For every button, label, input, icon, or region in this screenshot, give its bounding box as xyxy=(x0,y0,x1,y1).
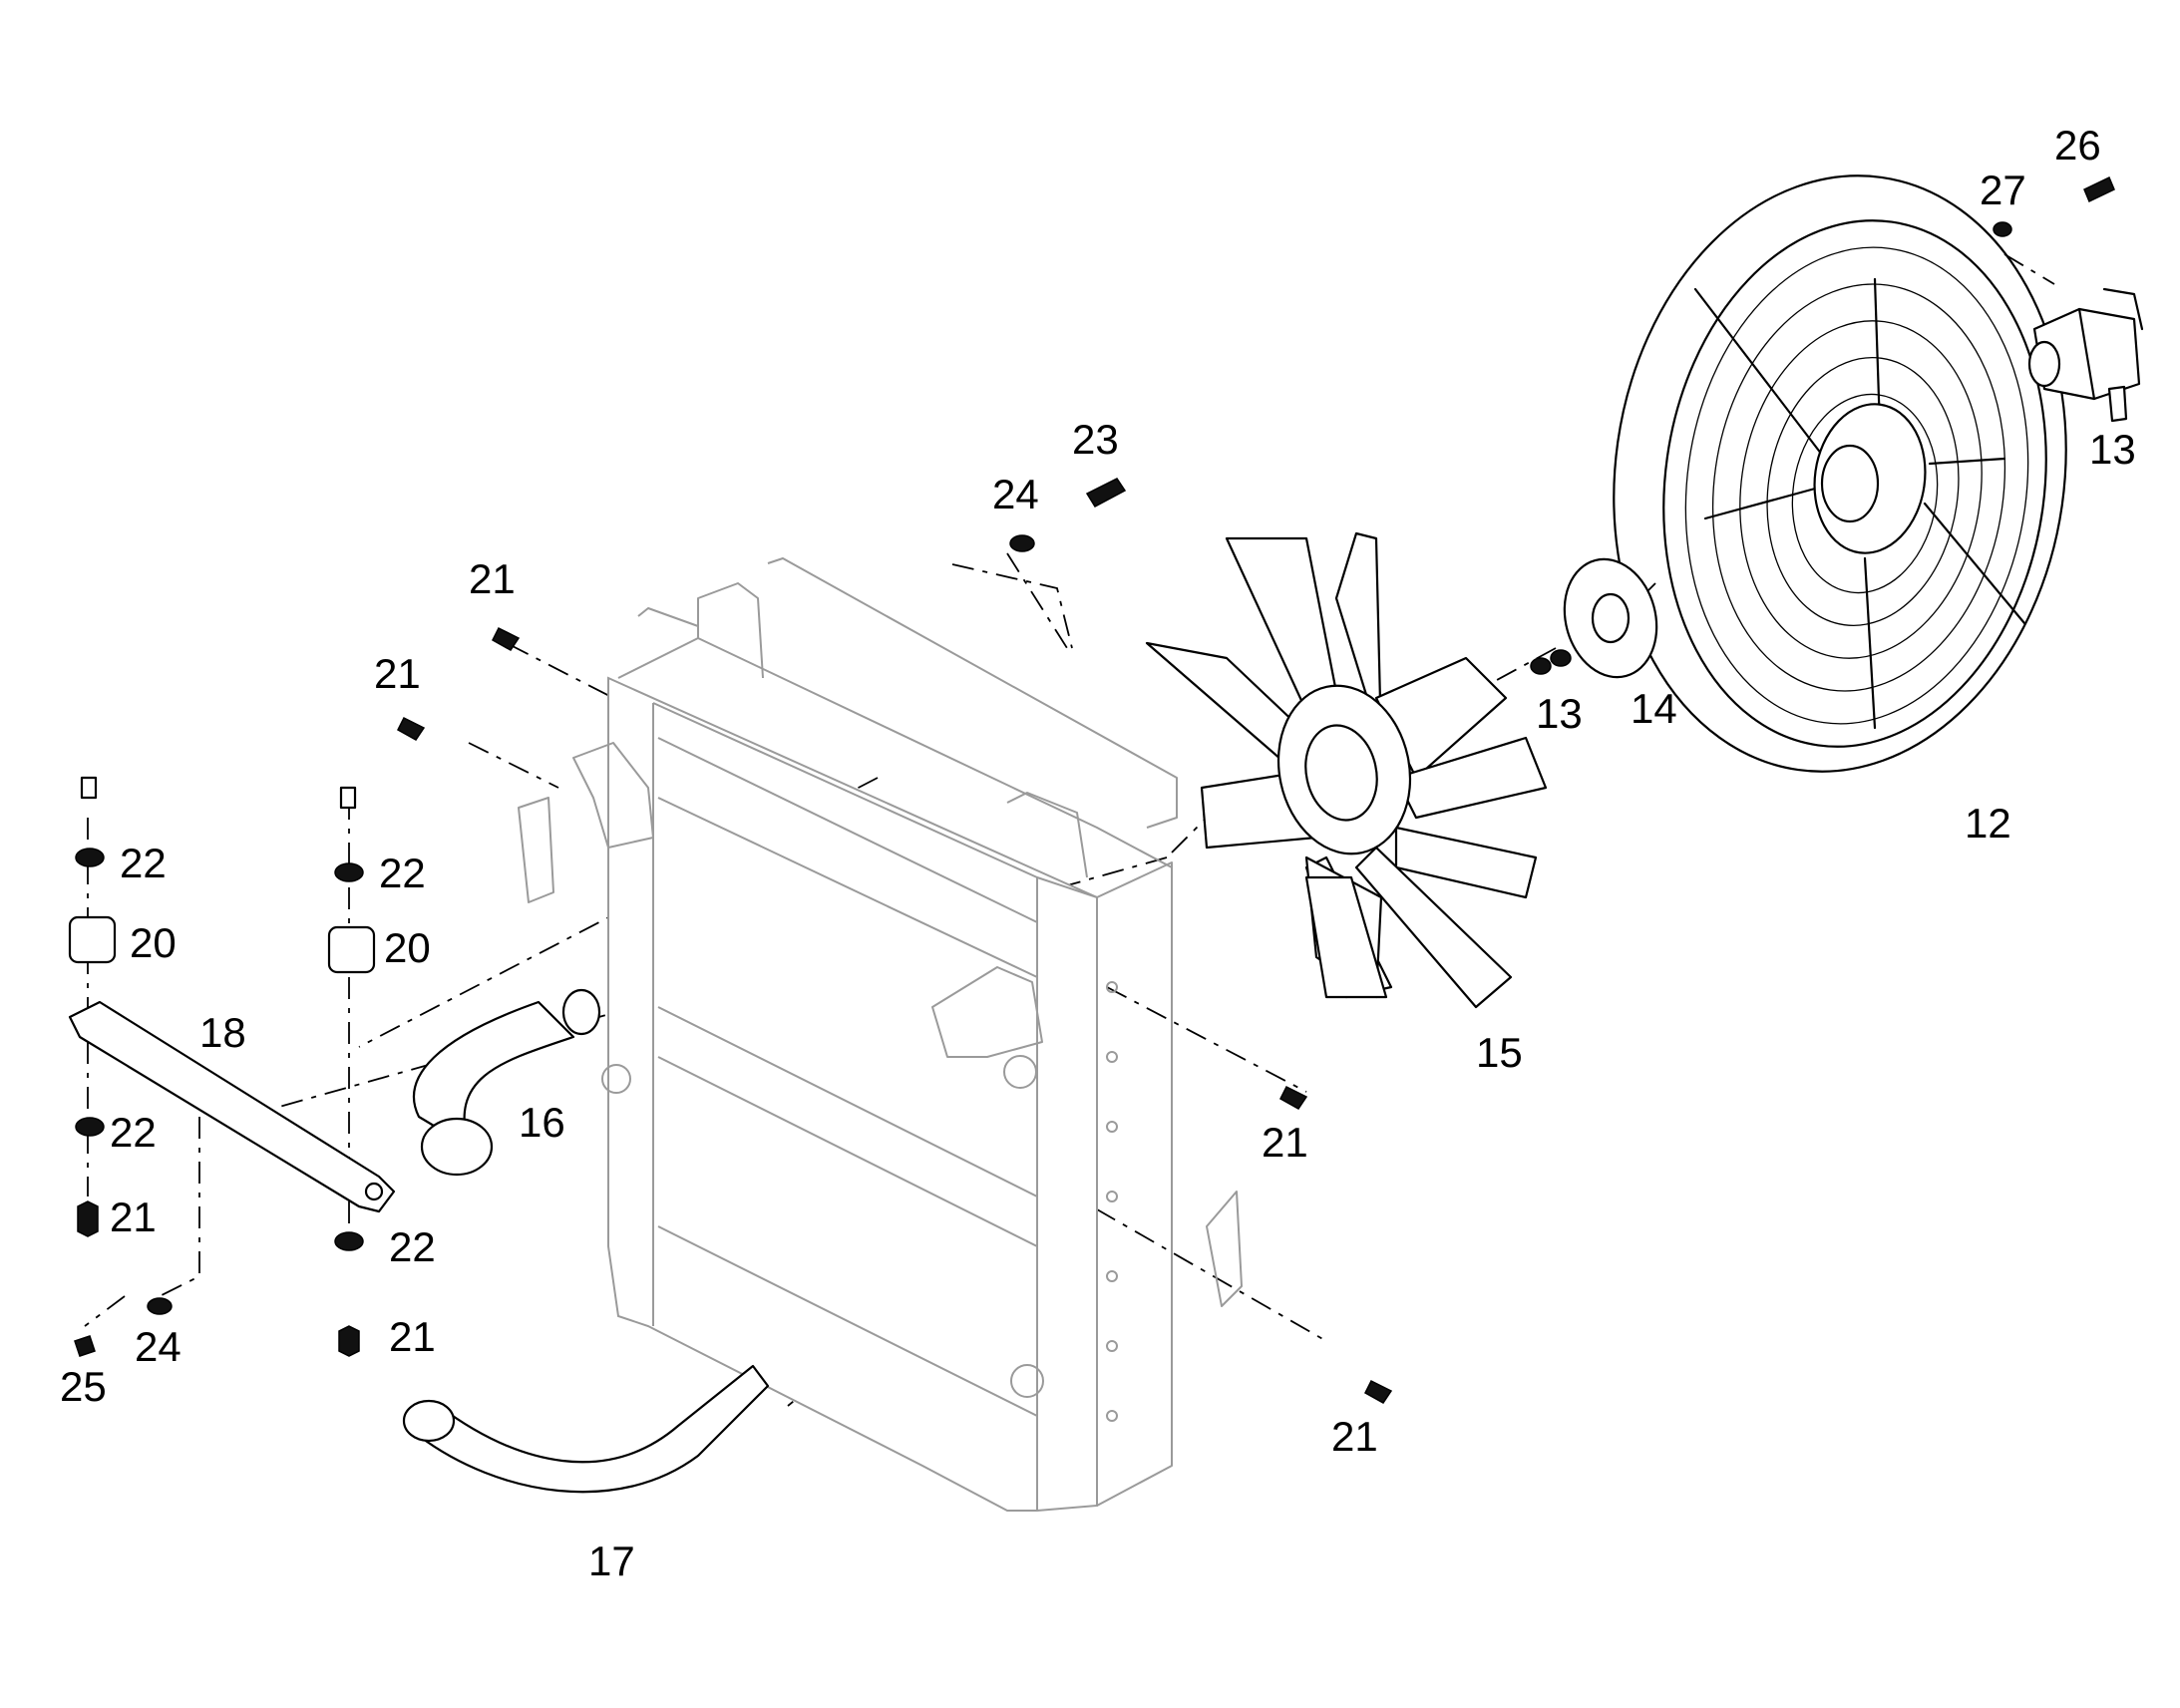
callout-20-right: 20 xyxy=(384,924,431,971)
callout-26: 26 xyxy=(2054,122,2101,169)
radiator-assembly xyxy=(518,557,1243,1512)
callout-17: 17 xyxy=(588,1537,635,1584)
fan-shroud xyxy=(1613,174,2067,773)
callout-22-right-bottom: 22 xyxy=(389,1223,436,1270)
callout-13-motor: 13 xyxy=(2089,426,2136,473)
callout-24-bottom: 24 xyxy=(135,1323,182,1370)
upper-hose xyxy=(413,988,601,1177)
callout-16: 16 xyxy=(519,1099,565,1146)
callout-21-lower-right: 21 xyxy=(1331,1413,1378,1460)
callout-15: 15 xyxy=(1476,1029,1523,1076)
support-bar xyxy=(68,1000,396,1213)
callout-27: 27 xyxy=(1980,167,2026,213)
fan-spacer xyxy=(1563,557,1658,679)
hydraulic-motor xyxy=(2027,287,2144,423)
callout-22-left-top: 22 xyxy=(120,840,167,886)
callout-25: 25 xyxy=(60,1363,107,1410)
callout-21-top: 21 xyxy=(469,555,516,602)
callout-18: 18 xyxy=(199,1009,246,1056)
fan-blade xyxy=(1145,531,1548,1009)
callout-21-bar-right: 21 xyxy=(389,1313,436,1360)
callout-22-left-bottom: 22 xyxy=(110,1109,157,1156)
callout-12: 12 xyxy=(1965,800,2011,847)
callout-21-upper-left: 21 xyxy=(374,650,421,697)
hardware xyxy=(74,175,2115,1404)
callout-21-bar-left: 21 xyxy=(110,1194,157,1240)
callout-13-nut: 13 xyxy=(1536,690,1583,737)
lower-hose xyxy=(402,1364,770,1494)
callout-21-right: 21 xyxy=(1262,1119,1308,1166)
callout-24-top: 24 xyxy=(992,471,1039,517)
callout-14: 14 xyxy=(1631,685,1677,732)
callout-20-left: 20 xyxy=(130,919,177,966)
callout-22-right-top: 22 xyxy=(379,850,426,896)
callout-23: 23 xyxy=(1072,416,1119,463)
isolators xyxy=(68,915,376,974)
callout-labels: 12 13 13 14 15 16 17 18 20 20 21 21 21 2… xyxy=(60,122,2136,1584)
